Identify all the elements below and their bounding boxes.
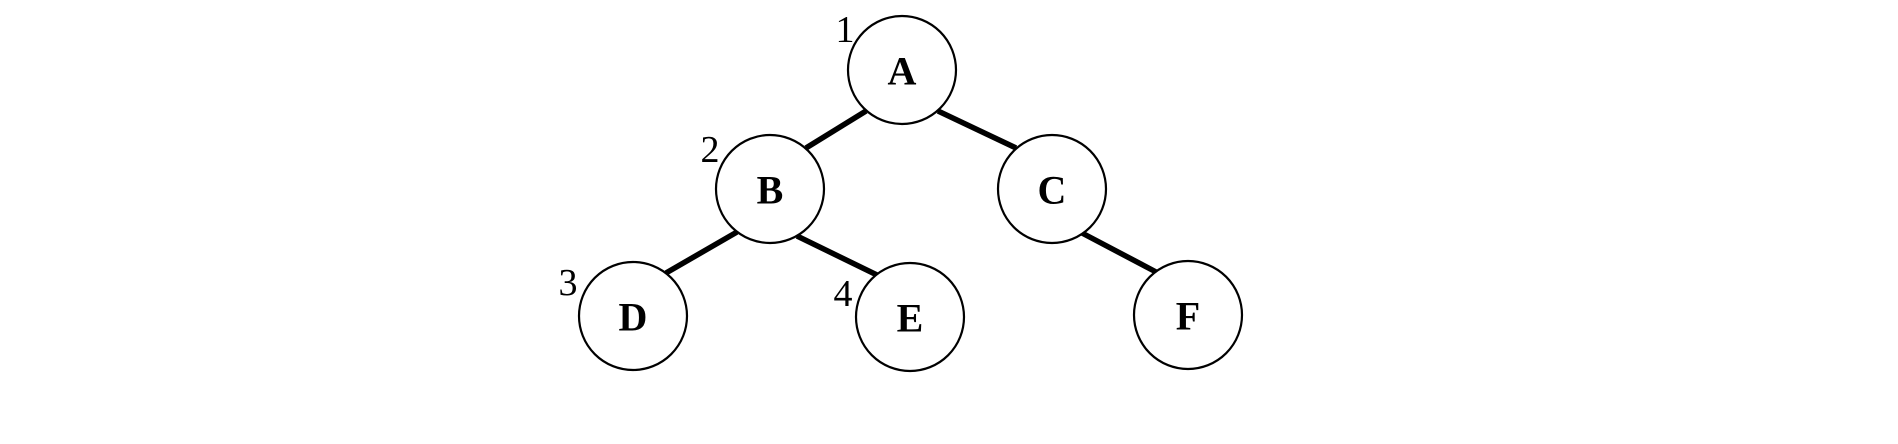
node-c[interactable]: C <box>996 133 1108 245</box>
order-label-1: 1 <box>836 9 855 51</box>
edge-group <box>664 108 1160 278</box>
node-d-label: D <box>619 295 648 340</box>
edge-a-c <box>936 108 1018 151</box>
order-label-3: 3 <box>559 262 578 304</box>
edge-c-f <box>1080 230 1160 276</box>
node-b[interactable]: B <box>714 133 826 245</box>
node-a[interactable]: A <box>846 14 958 126</box>
node-b-circle[interactable] <box>714 133 826 245</box>
node-f[interactable]: F <box>1132 259 1244 371</box>
node-b-label: B <box>757 168 784 213</box>
node-e-circle[interactable] <box>854 261 966 373</box>
node-f-label: F <box>1176 294 1200 339</box>
node-a-label: A <box>888 49 917 94</box>
node-d-circle[interactable] <box>577 260 689 372</box>
edge-b-d <box>664 229 739 276</box>
node-e-label: E <box>897 296 924 341</box>
order-label-4: 4 <box>834 273 853 315</box>
node-group: A B C D E F <box>577 14 1244 373</box>
node-e[interactable]: E <box>854 261 966 373</box>
edge-a-b <box>804 108 868 151</box>
node-c-label: C <box>1038 168 1067 213</box>
node-c-circle[interactable] <box>996 133 1108 245</box>
node-f-circle[interactable] <box>1132 259 1244 371</box>
node-a-circle[interactable] <box>846 14 958 126</box>
order-label-2: 2 <box>701 129 720 171</box>
node-d[interactable]: D <box>577 260 689 372</box>
order-label-group: 1 2 3 4 <box>559 9 855 315</box>
edge-b-e <box>795 233 879 278</box>
